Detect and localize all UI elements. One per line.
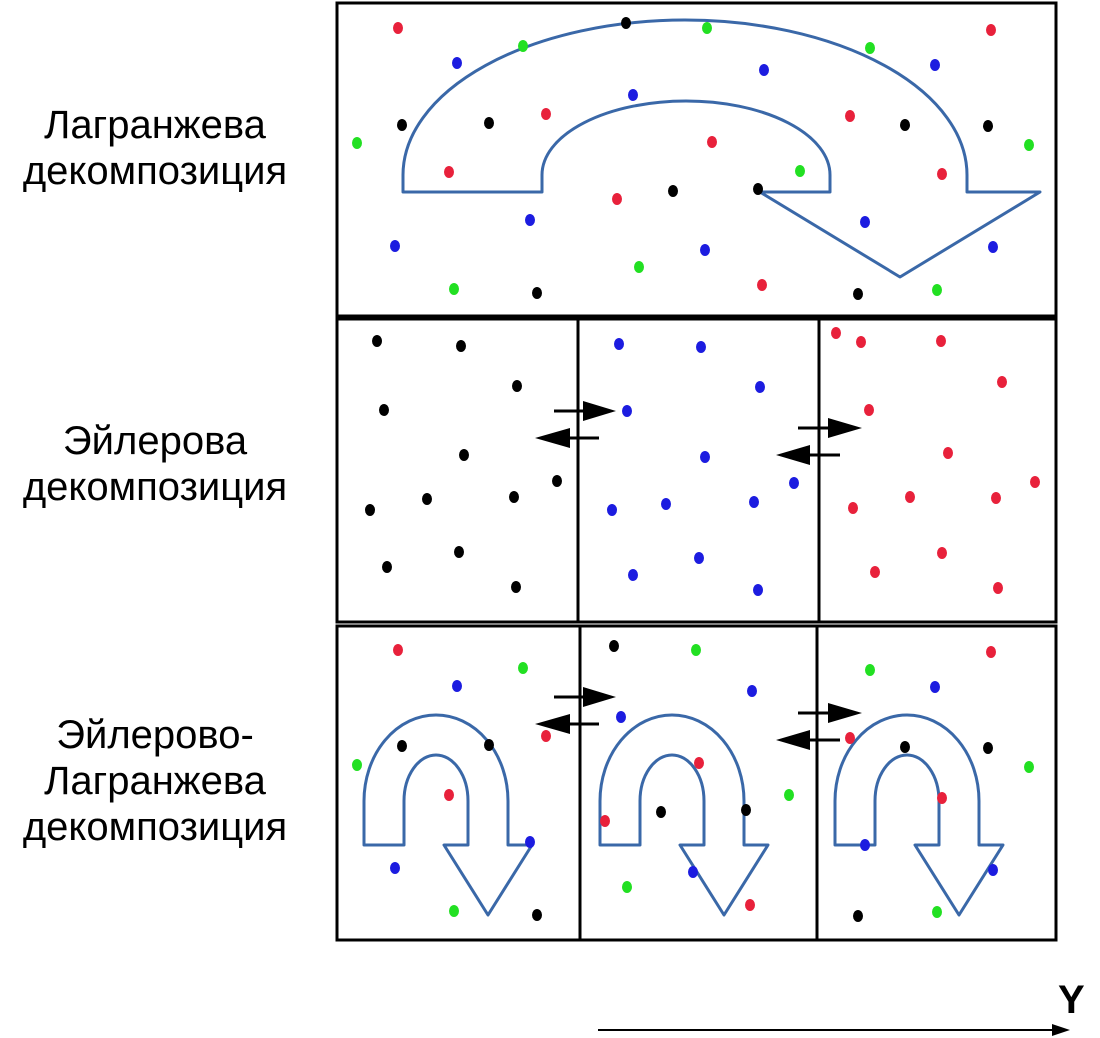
label-line: Эйлерова	[62, 419, 248, 463]
label-euler-lagrangian: Эйлерово- Лагранжева декомпозиция	[0, 712, 310, 850]
exchange-arrows-3	[535, 687, 616, 734]
flow-arrow-large	[401, 18, 1042, 279]
exchange-arrows-4	[776, 703, 862, 750]
panels-eulerian	[335, 317, 1058, 624]
flow-arrow-small-1	[362, 713, 534, 917]
particles-lagrangian	[352, 17, 1034, 300]
particles-euler-lagrangian	[352, 640, 1034, 922]
label-line: Лагранжева	[44, 103, 266, 147]
label-line: декомпозиция	[22, 805, 288, 849]
flow-arrow-small-3	[833, 713, 1005, 917]
axis-label-y: Y	[1058, 978, 1085, 1022]
y-axis-arrow	[598, 1024, 1070, 1036]
label-line: декомпозиция	[22, 465, 288, 509]
label-line: декомпозиция	[22, 149, 288, 193]
panels-euler-lagrangian	[335, 624, 1058, 942]
exchange-arrows-2	[776, 418, 862, 465]
label-line: Лагранжева	[44, 759, 266, 803]
label-lagrangian: Лагранжева декомпозиция	[0, 102, 310, 194]
label-eulerian: Эйлерова декомпозиция	[0, 418, 310, 510]
panel-lagrangian	[335, 1, 1058, 318]
label-line: Эйлерово-	[56, 713, 254, 757]
particles-eulerian	[365, 327, 1040, 596]
exchange-arrows-1	[535, 401, 616, 448]
